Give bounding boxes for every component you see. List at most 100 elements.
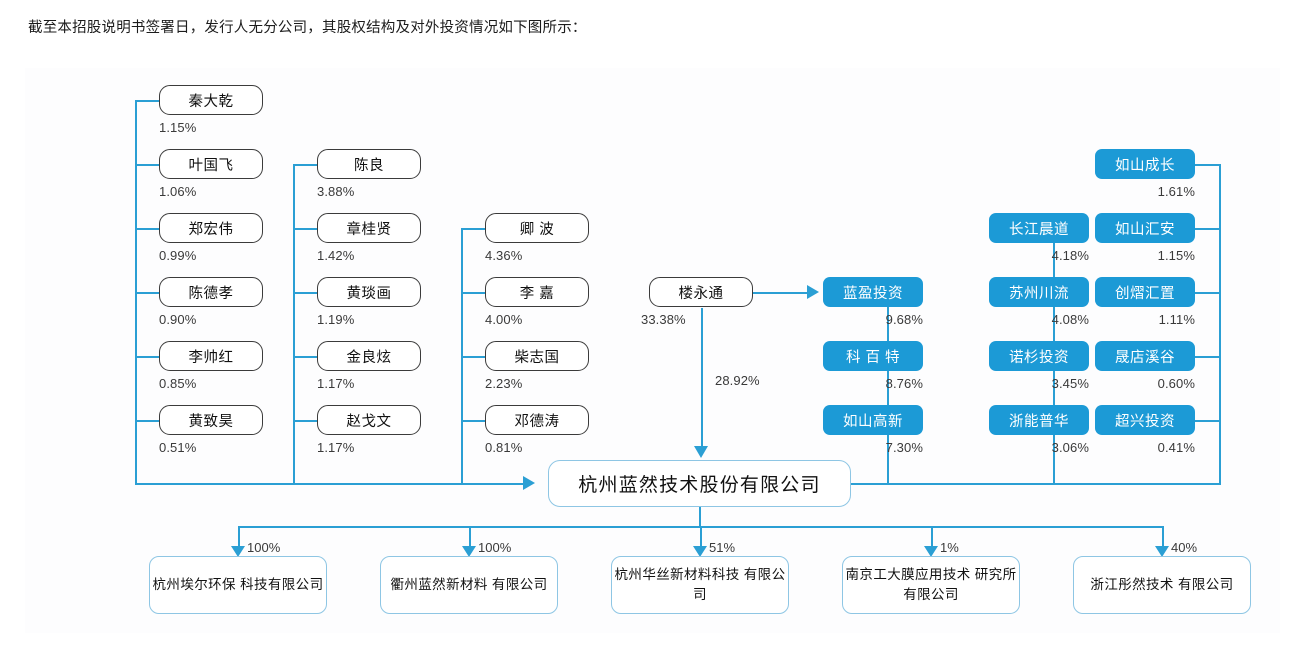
- connector-drop-sub-5: [1162, 526, 1164, 548]
- connector-stub-col2-2: [293, 228, 317, 230]
- investor-node[interactable]: 苏州川流: [989, 277, 1089, 307]
- connector-stub-col3-1: [461, 228, 485, 230]
- shareholder-node[interactable]: 李帅红: [159, 341, 263, 371]
- shareholder-node[interactable]: 邓德涛: [485, 405, 589, 435]
- investor-pct: 7.30%: [885, 440, 923, 455]
- shareholder-pct: 1.42%: [317, 248, 355, 263]
- arrow-controller-into-lanying: [807, 285, 819, 299]
- connector-stub-col1-4: [135, 292, 159, 294]
- arrow-left-into-company: [523, 476, 535, 490]
- connector-stub-col6-1: [1195, 164, 1219, 166]
- connector-stub-col6-3: [1195, 292, 1219, 294]
- connector-controller-to-company: [701, 308, 703, 450]
- investor-node[interactable]: 如山高新: [823, 405, 923, 435]
- shareholder-pct: 1.17%: [317, 376, 355, 391]
- shareholder-pct: 4.00%: [485, 312, 523, 327]
- arrow-into-sub-3: [693, 546, 707, 557]
- connector-drop-sub-4: [931, 526, 933, 548]
- investor-node[interactable]: 长江晨道: [989, 213, 1089, 243]
- shareholder-pct: 1.06%: [159, 184, 197, 199]
- connector-trunk-col4: [887, 292, 889, 483]
- connector-stub-col6-2: [1195, 228, 1219, 230]
- connector-stub-col6-5: [1195, 420, 1219, 422]
- arrow-into-sub-1: [231, 546, 245, 557]
- investor-node[interactable]: 如山汇安: [1095, 213, 1195, 243]
- shareholder-node[interactable]: 黄琰画: [317, 277, 421, 307]
- connector-stub-col2-3: [293, 292, 317, 294]
- arrow-controller-into-company: [694, 446, 708, 458]
- connector-stub-col2-1: [293, 164, 317, 166]
- shareholder-node[interactable]: 柴志国: [485, 341, 589, 371]
- subsidiary-node[interactable]: 南京工大膜应用技术 研究所有限公司: [842, 556, 1020, 614]
- investor-pct: 1.11%: [1158, 312, 1195, 327]
- controller-pct-lanying: 33.38%: [641, 312, 686, 327]
- page-caption: 截至本招股说明书签署日，发行人无分公司，其股权结构及对外投资情况如下图所示：: [28, 20, 587, 36]
- shareholder-pct: 4.36%: [485, 248, 523, 263]
- investor-pct: 1.61%: [1157, 184, 1195, 199]
- connector-stub-col2-4: [293, 356, 317, 358]
- subsidiary-node[interactable]: 杭州埃尔环保 科技有限公司: [149, 556, 327, 614]
- shareholder-pct: 0.99%: [159, 248, 197, 263]
- connector-left-collector: [135, 483, 523, 485]
- arrow-into-sub-4: [924, 546, 938, 557]
- investor-pct: 1.15%: [1157, 248, 1195, 263]
- connector-stub-col2-5: [293, 420, 317, 422]
- investor-pct: 4.18%: [1051, 248, 1089, 263]
- shareholder-node[interactable]: 李 嘉: [485, 277, 589, 307]
- controller-pct-company: 28.92%: [715, 373, 760, 388]
- connector-trunk-col1: [135, 100, 137, 483]
- connector-stub-col1-6: [135, 420, 159, 422]
- investor-node[interactable]: 科 百 特: [823, 341, 923, 371]
- shareholder-node[interactable]: 陈德孝: [159, 277, 263, 307]
- shareholder-pct: 0.90%: [159, 312, 197, 327]
- shareholder-node[interactable]: 赵戈文: [317, 405, 421, 435]
- connector-drop-sub-2: [469, 526, 471, 548]
- subsidiary-pct: 100%: [478, 540, 512, 555]
- shareholder-node[interactable]: 卿 波: [485, 213, 589, 243]
- shareholder-node[interactable]: 黄致昊: [159, 405, 263, 435]
- investor-node[interactable]: 诺杉投资: [989, 341, 1089, 371]
- shareholder-node[interactable]: 陈良: [317, 149, 421, 179]
- investor-node[interactable]: 如山成长: [1095, 149, 1195, 179]
- connector-stub-col1-2: [135, 164, 159, 166]
- connector-drop-sub-1: [238, 526, 240, 548]
- shareholder-pct: 2.23%: [485, 376, 523, 391]
- shareholder-node[interactable]: 章桂贤: [317, 213, 421, 243]
- subsidiary-node[interactable]: 浙江彤然技术 有限公司: [1073, 556, 1251, 614]
- subsidiary-pct: 40%: [1171, 540, 1198, 555]
- connector-company-down: [699, 507, 701, 526]
- connector-stub-col3-2: [461, 292, 485, 294]
- shareholder-node[interactable]: 秦大乾: [159, 85, 263, 115]
- shareholder-pct: 0.81%: [485, 440, 523, 455]
- investor-node[interactable]: 浙能普华: [989, 405, 1089, 435]
- investor-node[interactable]: 晟店溪谷: [1095, 341, 1195, 371]
- arrow-into-sub-5: [1155, 546, 1169, 557]
- shareholder-pct: 1.17%: [317, 440, 355, 455]
- connector-stub-col1-1: [135, 100, 159, 102]
- shareholder-pct: 1.15%: [159, 120, 197, 135]
- connector-stub-col3-4: [461, 420, 485, 422]
- investor-node[interactable]: 创熠汇置: [1095, 277, 1195, 307]
- investor-node[interactable]: 蓝盈投资: [823, 277, 923, 307]
- ownership-structure-chart: 秦大乾 1.15% 叶国飞 1.06% 郑宏伟 0.99% 陈德孝 0.90% …: [25, 68, 1280, 633]
- investor-pct: 0.60%: [1157, 376, 1195, 391]
- arrow-into-sub-2: [462, 546, 476, 557]
- connector-drop-sub-3: [700, 526, 702, 548]
- investor-pct: 4.08%: [1051, 312, 1089, 327]
- investor-pct: 3.06%: [1051, 440, 1089, 455]
- investor-pct: 9.68%: [885, 312, 923, 327]
- shareholder-node[interactable]: 叶国飞: [159, 149, 263, 179]
- shareholder-pct: 0.85%: [159, 376, 197, 391]
- subsidiary-node[interactable]: 杭州华丝新材料科技 有限公司: [611, 556, 789, 614]
- main-company-node[interactable]: 杭州蓝然技术股份有限公司: [548, 460, 851, 507]
- investor-node[interactable]: 超兴投资: [1095, 405, 1195, 435]
- subsidiary-node[interactable]: 衢州蓝然新材料 有限公司: [380, 556, 558, 614]
- investor-pct: 3.45%: [1051, 376, 1089, 391]
- shareholder-node[interactable]: 金良炫: [317, 341, 421, 371]
- connector-trunk-col3: [461, 228, 463, 483]
- connector-stub-col3-3: [461, 356, 485, 358]
- shareholder-node[interactable]: 郑宏伟: [159, 213, 263, 243]
- subsidiary-pct: 1%: [940, 540, 959, 555]
- investor-pct: 0.41%: [1157, 440, 1195, 455]
- controller-node[interactable]: 楼永通: [649, 277, 753, 307]
